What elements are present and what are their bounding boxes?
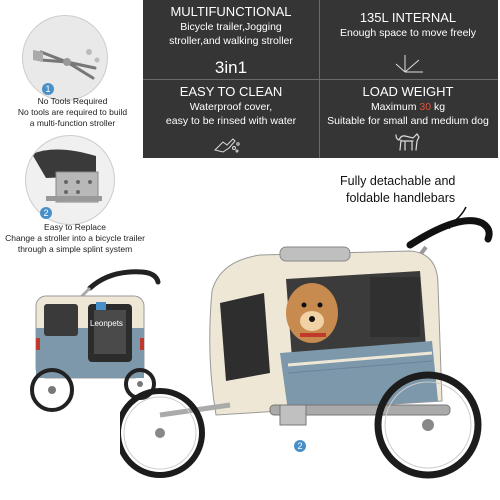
callout-2-line1: Change a stroller into a bicycle trailer (5, 233, 145, 243)
multifunctional-title: MULTIFUNCTIONAL (170, 4, 292, 19)
callout-2-line2: through a simple splint system (17, 244, 133, 254)
small-stroller-brand: Leonpets (90, 319, 123, 328)
clean-line1: Waterproof cover, (189, 101, 273, 113)
hitch-bracket-icon (32, 149, 102, 203)
handlebar-text-line1: Fully detachable and (340, 174, 456, 188)
load-value: 30 (419, 101, 432, 113)
multifunctional-line2: stroller,and walking stroller (169, 35, 293, 47)
multifunctional-line1: Bicycle trailer,Jogging (180, 21, 282, 33)
clean-line2: easy to be rinsed with water (165, 115, 297, 127)
callout-1-title: No Tools Required (37, 96, 108, 106)
internal-line1: Enough space to move freely (340, 27, 476, 39)
three-in-one-label: 3in1 (214, 58, 248, 77)
volume-axis-icon (395, 55, 423, 73)
main-trailer-image (120, 217, 493, 479)
handlebar-text-line2: foldable handlebars (346, 191, 456, 205)
dog-icon (395, 133, 420, 151)
panel-divider-horizontal (143, 79, 498, 80)
feature-panel: MULTIFUNCTIONAL Bicycle trailer,Jogging … (143, 0, 498, 158)
load-line2: Suitable for small and medium dog (327, 115, 489, 127)
callout-2-badge: 2 (40, 207, 52, 219)
callout-1-line1: No tools are required to build (17, 107, 128, 117)
small-stroller-image (30, 269, 161, 412)
pliers-icon (33, 49, 100, 80)
load-line1: Maximum 30 kg (370, 101, 446, 113)
load-title: LOAD WEIGHT (362, 84, 454, 99)
hitch-photo (25, 135, 115, 225)
callout-2-title: Easy to Replace (44, 222, 106, 232)
pliers-photo (22, 15, 108, 101)
callout-1-badge: 1 (42, 83, 54, 95)
internal-title: 135L INTERNAL (359, 10, 457, 25)
trailer-badge-2: 2 (294, 440, 306, 452)
clean-title: EASY TO CLEAN (179, 84, 283, 99)
callout-1-line2: a multi-function stroller (29, 118, 116, 128)
washing-hand-icon (214, 138, 240, 153)
